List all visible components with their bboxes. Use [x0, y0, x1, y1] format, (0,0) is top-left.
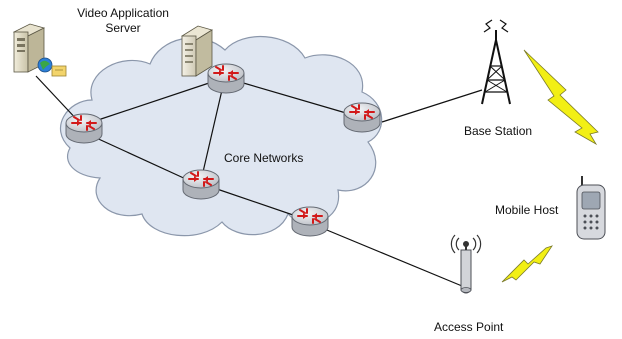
link-router-middle-bottom [213, 187, 297, 217]
router-icon [182, 169, 220, 200]
network-links [35, 75, 483, 287]
datacenter-server-icon [181, 25, 213, 77]
server-icon [12, 23, 67, 77]
link-router-top-right [239, 81, 347, 114]
video-server-label-line1: Video Application [77, 6, 169, 20]
video-server-label: Video Application Server [62, 6, 184, 36]
mobile-phone-icon [576, 176, 606, 240]
router-icon [291, 206, 329, 237]
base-station-label: Base Station [464, 124, 533, 138]
lightning-icon [501, 245, 553, 283]
access-point-icon [450, 234, 482, 294]
core-network-cloud [59, 35, 383, 237]
link-router-left-middle [91, 135, 189, 181]
link-server-router [35, 75, 81, 124]
router-icon [207, 63, 245, 94]
router-icon [343, 102, 381, 133]
access-point-label: Access Point [434, 320, 504, 334]
video-server-label-line2: Server [105, 21, 141, 35]
cell-tower-icon [481, 19, 511, 105]
router-icon [65, 113, 103, 144]
core-networks-label: Core Networks [224, 151, 304, 165]
link-router-left-top [97, 79, 219, 121]
link-router-top-middle [202, 89, 223, 173]
mobile-host-label: Mobile Host [495, 203, 559, 217]
lightning-icon [523, 49, 599, 146]
link-router-bottom-access-point [321, 227, 463, 287]
link-router-right-base-station [381, 89, 483, 123]
